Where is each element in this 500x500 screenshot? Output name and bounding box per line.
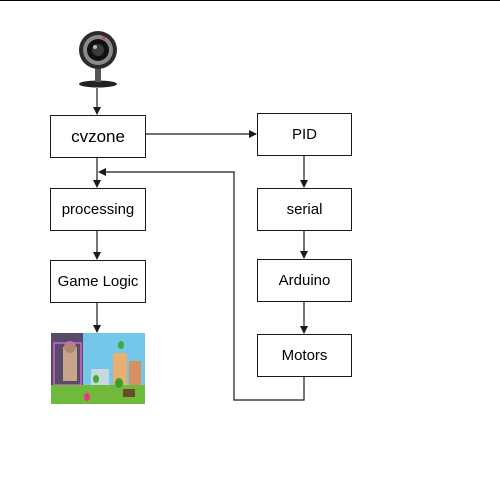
game-logic-label: Game Logic	[57, 273, 139, 290]
cvzone-box: cvzone	[50, 115, 146, 158]
top-border-line	[0, 0, 500, 1]
arduino-box: Arduino	[257, 259, 352, 302]
pid-box: PID	[257, 113, 352, 156]
motors-box: Motors	[257, 334, 352, 377]
motors-label: Motors	[281, 347, 328, 364]
serial-label: serial	[286, 201, 323, 218]
serial-box: serial	[257, 188, 352, 231]
processing-box: processing	[50, 188, 146, 231]
cvzone-label: cvzone	[71, 126, 125, 146]
arduino-label: Arduino	[278, 272, 331, 289]
processing-label: processing	[61, 201, 135, 218]
pid-label: PID	[291, 126, 317, 143]
game-screenshot-image	[51, 333, 145, 404]
webcam-icon	[79, 31, 117, 88]
game-logic-box: Game Logic	[50, 260, 146, 303]
